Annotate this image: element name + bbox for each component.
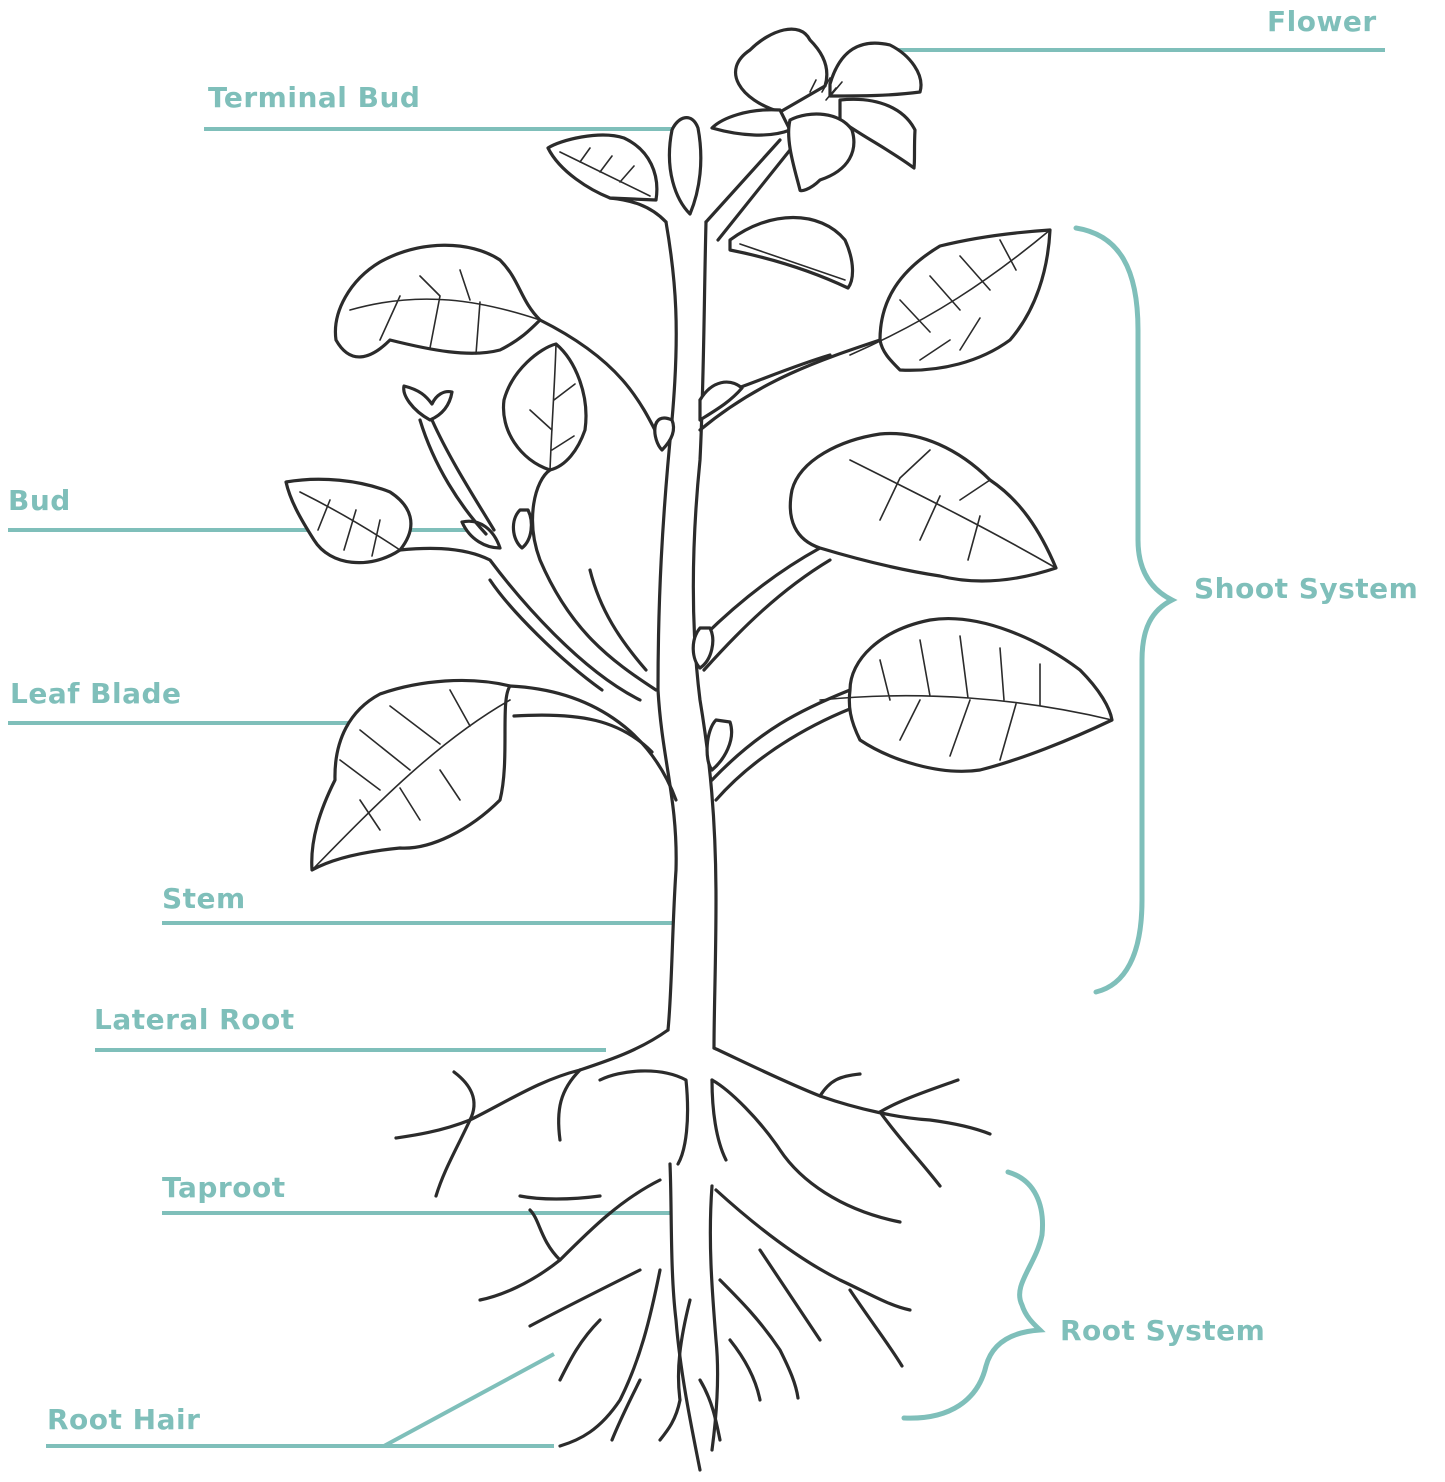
flower-label: Flower xyxy=(1267,6,1377,38)
flower-drawing xyxy=(712,29,921,191)
root-system-label: Root System xyxy=(1060,1315,1265,1347)
lateral-root-label: Lateral Root xyxy=(94,1004,295,1036)
shoot-system-brace xyxy=(1076,228,1172,992)
leaf-blade-label: Leaf Blade xyxy=(10,678,182,710)
stem-label: Stem xyxy=(162,883,246,915)
root-system-brace xyxy=(904,1172,1043,1418)
root-hair-label: Root Hair xyxy=(47,1404,200,1436)
shoot-system-label: Shoot System xyxy=(1194,573,1418,605)
bud-label: Bud xyxy=(8,485,71,517)
leader-lines xyxy=(8,50,1385,1446)
taproot-label: Taproot xyxy=(162,1172,286,1204)
roots-drawing xyxy=(396,1030,990,1470)
terminal-bud-label: Terminal Bud xyxy=(208,82,420,114)
